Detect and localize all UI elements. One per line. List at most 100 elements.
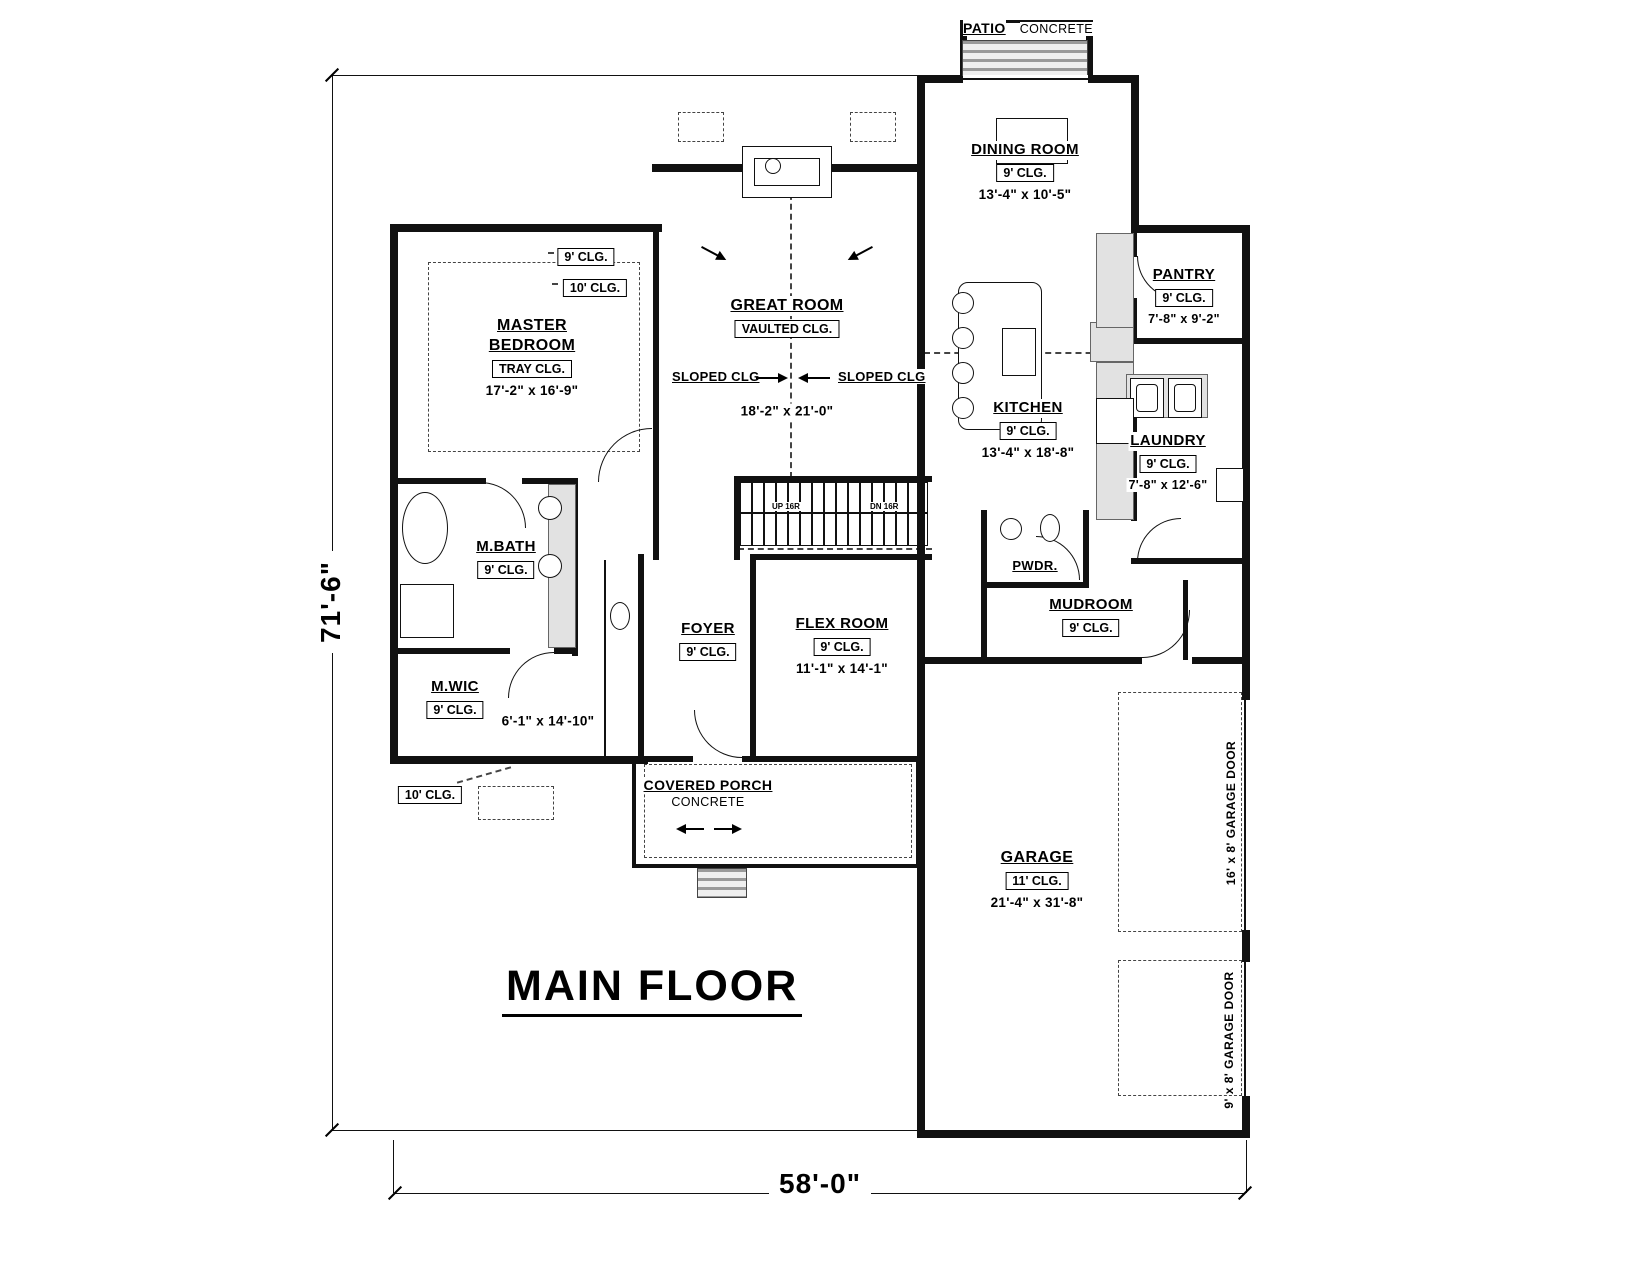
room-name: KITCHEN — [991, 399, 1065, 418]
thin-line — [960, 20, 1093, 23]
thin-line — [916, 756, 920, 866]
room-name: MUDROOM — [1047, 596, 1135, 615]
thin-line — [963, 78, 1088, 80]
dimension-width: 58'-0" — [769, 1168, 871, 1200]
room-size-mwic: 6'-1" x 14'-10" — [499, 713, 597, 729]
room-label-laundry: LAUNDRY 9' CLG. 7'-8" x 12'-6" — [1126, 432, 1210, 492]
dimension-height: 71'-6" — [314, 551, 347, 653]
ceiling-height-label: 9' CLG. — [813, 637, 871, 656]
room-label-powder-room: PWDR. — [1010, 558, 1060, 575]
bath-sink — [538, 496, 562, 520]
room-label-master-bath: M.BATH 9' CLG. — [474, 538, 538, 579]
page-title: MAIN FLOOR — [502, 962, 803, 1017]
wall-segment — [981, 582, 987, 663]
sloped-ceiling-label-left: SLOPED CLG — [672, 369, 760, 384]
room-name: PANTRY — [1150, 266, 1218, 285]
wall-segment — [1131, 233, 1137, 257]
room-label-kitchen: KITCHEN 9' CLG. 13'-4" x 18'-8" — [979, 399, 1077, 460]
porch-label-group: COVERED PORCH CONCRETE — [643, 777, 773, 809]
wall-segment — [653, 224, 659, 560]
ceiling-height-label: 9' CLG. — [679, 642, 737, 661]
utility-box — [1216, 468, 1244, 502]
wall-segment — [645, 756, 693, 762]
ceiling-height-label-porch: 10' CLG. — [397, 786, 463, 804]
room-name: LAUNDRY — [1128, 432, 1208, 451]
room-name: M.WIC — [429, 678, 481, 697]
room-size: 17'-2" x 16'-9" — [483, 383, 581, 398]
room-label-pantry: PANTRY 9' CLG. 7'-8" x 9'-2" — [1146, 266, 1222, 326]
bar-stool — [952, 397, 974, 419]
slope-arrow-left-icon — [798, 372, 830, 383]
wall-segment — [1131, 225, 1250, 233]
bar-stool — [952, 327, 974, 349]
dashed-line — [738, 548, 932, 550]
door-arc — [694, 710, 742, 758]
room-label-master-wic: M.WIC 9' CLG. — [426, 678, 484, 719]
patio-name: PATIO — [963, 20, 1006, 36]
room-label-flex-room: FLEX ROOM 9' CLG. 11'-1" x 14'-1" — [793, 615, 891, 676]
porch-steps — [697, 868, 747, 898]
door-arc — [480, 482, 526, 528]
dashed-outline — [478, 786, 554, 820]
thin-line — [1246, 1140, 1247, 1193]
wall-segment — [734, 476, 932, 482]
wall-segment — [1183, 580, 1188, 660]
dashed-outline — [428, 262, 640, 452]
door-arc — [508, 652, 554, 698]
thin-line — [632, 756, 636, 868]
room-label-dining-room: DINING ROOM 9' CLG. 13'-4" x 10'-5" — [969, 141, 1081, 202]
dashed-outline — [850, 112, 896, 142]
room-name: GARAGE — [998, 848, 1076, 868]
wall-segment — [1192, 657, 1250, 664]
stair-rail-line — [738, 512, 928, 514]
ceiling-height-label: 9' CLG. — [477, 560, 535, 579]
room-size: 7'-8" x 9'-2" — [1146, 311, 1222, 326]
wall-segment — [917, 660, 925, 1138]
wall-segment — [1086, 20, 1093, 78]
wall-gap — [1242, 700, 1250, 930]
wall-segment — [750, 554, 756, 762]
room-size: 13'-4" x 18'-8" — [979, 444, 1077, 460]
wall-segment — [522, 478, 578, 484]
room-label-great-room: GREAT ROOM VAULTED CLG. — [728, 296, 846, 338]
staircase — [738, 482, 928, 546]
toilet — [1040, 514, 1060, 542]
dashed-outline — [1118, 692, 1242, 932]
laundry-sink-basin — [1174, 384, 1196, 412]
wall-segment — [917, 1130, 1250, 1138]
thin-line — [604, 560, 606, 756]
thin-line — [1244, 700, 1246, 930]
room-name: M.BATH — [474, 538, 538, 557]
ceiling-height-label: TRAY CLG. — [492, 360, 572, 378]
range — [1096, 398, 1134, 444]
wall-segment — [1131, 338, 1250, 344]
dashed-outline — [644, 764, 912, 858]
room-name: PWDR. — [1010, 558, 1060, 575]
ceiling-height-label: 9' CLG. — [996, 163, 1054, 182]
laundry-sink-basin — [1136, 384, 1158, 412]
thin-line — [332, 1130, 917, 1131]
wall-segment — [1242, 225, 1250, 1138]
ceiling-height-label: 9' CLG. — [1155, 288, 1213, 307]
wall-segment — [390, 224, 398, 764]
garage-door-9-label: 9' x 8' GARAGE DOOR — [1222, 971, 1236, 1109]
wall-segment — [981, 510, 987, 588]
shower — [400, 584, 454, 638]
room-name: FLEX ROOM — [793, 615, 891, 634]
wall-segment — [1131, 298, 1137, 340]
porch-name: COVERED PORCH — [643, 777, 773, 793]
wall-segment — [390, 478, 486, 484]
wall-segment — [1131, 558, 1250, 564]
room-label-mudroom: MUDROOM 9' CLG. — [1047, 596, 1135, 637]
wall-segment — [554, 648, 578, 654]
porch-material: CONCRETE — [671, 795, 745, 809]
roof-slope-arrow-icon — [849, 246, 873, 260]
wall-segment — [981, 582, 1087, 588]
room-size: 13'-4" x 10'-5" — [976, 186, 1074, 202]
wall-segment — [917, 657, 1142, 664]
fireplace-insert — [754, 158, 820, 186]
wall-segment — [390, 756, 648, 764]
sloped-ceiling-label-right: SLOPED CLG — [838, 369, 926, 384]
wall-segment — [734, 476, 740, 560]
